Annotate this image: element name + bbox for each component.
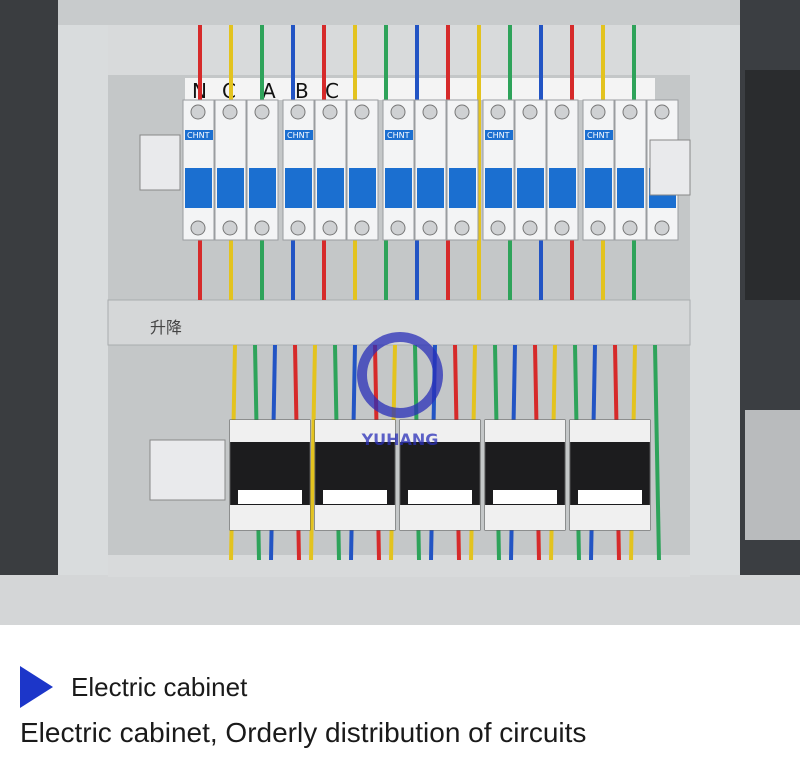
- breaker-toggle: [185, 168, 212, 208]
- breaker-screw: [422, 104, 438, 120]
- contactor-bottom-terminals: [230, 505, 310, 530]
- contactor-bottom-terminals: [570, 505, 650, 530]
- breaker-toggle: [617, 168, 644, 208]
- breaker-screw: [422, 220, 438, 236]
- play-triangle-icon: [20, 666, 53, 708]
- phase-label-strip: [185, 78, 655, 100]
- breaker-toggle: [349, 168, 376, 208]
- breaker-toggle: [217, 168, 244, 208]
- breaker-screw: [354, 104, 370, 120]
- duct-handwritten-label: 升降: [150, 318, 182, 337]
- caption-heading: Electric cabinet: [71, 671, 248, 702]
- contactor-top-terminals: [230, 420, 310, 442]
- breaker-screw: [622, 104, 638, 120]
- breaker-screw: [190, 104, 206, 120]
- breaker-screw: [290, 220, 306, 236]
- watermark: YUHANG: [357, 332, 443, 449]
- breaker-screw: [554, 220, 570, 236]
- transformer-unit: [745, 410, 800, 540]
- relay-pair: [149, 439, 226, 501]
- breaker-brand-label: CHNT: [187, 131, 210, 140]
- phase-label: A: [262, 79, 276, 103]
- breaker-screw: [390, 104, 406, 120]
- breaker-brand-badge: [185, 130, 213, 140]
- breaker-brand-badge: [385, 130, 413, 140]
- breaker-screw: [522, 104, 538, 120]
- breaker-screw: [622, 220, 638, 236]
- contactor-row: [229, 419, 651, 531]
- right-rail: [690, 25, 740, 585]
- contactor-label-tag: [323, 490, 387, 504]
- cabinet-floor: [0, 575, 800, 625]
- breaker-brand-badge: [285, 130, 313, 140]
- contactor-label-tag: [493, 490, 557, 504]
- caption-subtitle: Electric cabinet, Orderly distribution o…: [20, 717, 587, 748]
- breaker-screw: [290, 104, 306, 120]
- breaker-toggle: [417, 168, 444, 208]
- breaker-screw: [222, 104, 238, 120]
- contactor-label-tag: [578, 490, 642, 504]
- relay-right: [649, 139, 691, 196]
- breaker-brand-label: CHNT: [587, 131, 610, 140]
- contactor-top-terminals: [485, 420, 565, 442]
- breaker-screw: [322, 220, 338, 236]
- breaker-toggle: [249, 168, 276, 208]
- breaker-screw: [590, 220, 606, 236]
- breaker-screw: [554, 104, 570, 120]
- breaker-screw: [254, 104, 270, 120]
- breaker-screw: [654, 104, 670, 120]
- phase-label: C: [325, 79, 339, 103]
- caption-heading-row: Electric cabinet: [20, 665, 247, 709]
- breaker-screw: [490, 104, 506, 120]
- breaker-screw: [322, 104, 338, 120]
- breaker-toggle: [517, 168, 544, 208]
- contactor-top-terminals: [570, 420, 650, 442]
- breaker-screw: [654, 220, 670, 236]
- wire: [653, 344, 661, 561]
- breaker-toggle: [317, 168, 344, 208]
- phase-label: C: [222, 79, 236, 103]
- breaker-row: CHNT CHNT CHNT CHNT CHNT: [182, 99, 679, 241]
- breaker-toggle: [485, 168, 512, 208]
- breaker-screw: [454, 220, 470, 236]
- power-supply-unit: [745, 70, 800, 300]
- breaker-brand-badge: [485, 130, 513, 140]
- breaker-brand-label: CHNT: [487, 131, 510, 140]
- breaker-screw: [590, 104, 606, 120]
- breaker-brand-badge: [585, 130, 613, 140]
- bottom-wire-duct: [108, 555, 690, 577]
- contactor-label-tag: [238, 490, 302, 504]
- top-wire-duct: [108, 25, 690, 75]
- breaker-screw: [522, 220, 538, 236]
- wire: [309, 344, 317, 561]
- breaker-toggle: [285, 168, 312, 208]
- breaker-screw: [454, 104, 470, 120]
- phase-label: B: [295, 79, 309, 103]
- breaker-screw: [490, 220, 506, 236]
- breaker-screw: [390, 220, 406, 236]
- contactor-top-terminals: [315, 420, 395, 442]
- left-door-edge: [0, 0, 58, 625]
- breaker-screw: [222, 220, 238, 236]
- breaker-brand-label: CHNT: [387, 131, 410, 140]
- contactor-bottom-terminals: [400, 505, 480, 530]
- breaker-screw: [190, 220, 206, 236]
- contactor-bottom-terminals: [315, 505, 395, 530]
- breaker-toggle: [449, 168, 476, 208]
- contactor-label-tag: [408, 490, 472, 504]
- contactor-top-terminals: [400, 420, 480, 442]
- contactor-bottom-terminals: [485, 505, 565, 530]
- breaker-screw: [354, 220, 370, 236]
- breaker-toggle: [549, 168, 576, 208]
- breaker-brand-label: CHNT: [287, 131, 310, 140]
- relay-left: [139, 134, 181, 191]
- breaker-toggle: [385, 168, 412, 208]
- left-rail: [58, 25, 108, 585]
- breaker-screw: [254, 220, 270, 236]
- breaker-toggle: [585, 168, 612, 208]
- caption-area: Electric cabinet Electric cabinet, Order…: [0, 625, 800, 777]
- watermark-text: YUHANG: [361, 430, 439, 449]
